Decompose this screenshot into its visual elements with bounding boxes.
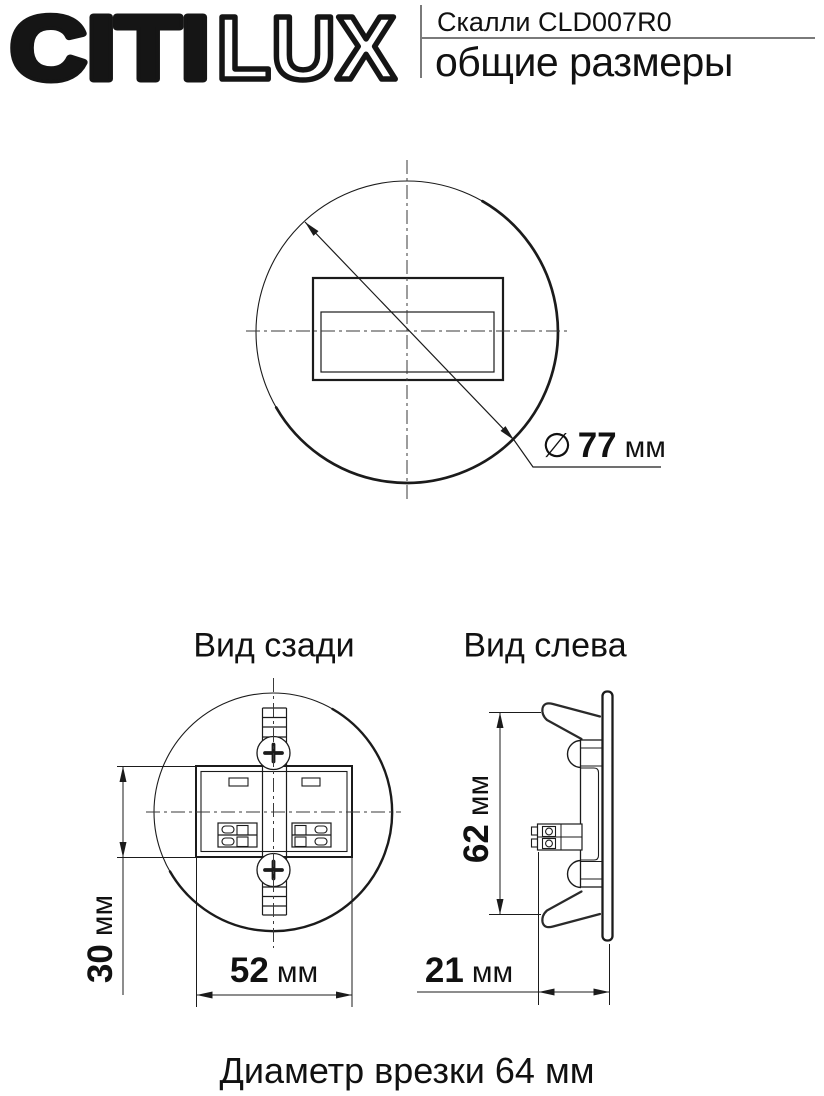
rear-housing-circle-shade	[168, 707, 394, 933]
logo-citi-text: CITI	[10, 0, 210, 99]
left-view-drawing	[417, 690, 614, 1005]
header-horizontal-divider	[420, 37, 815, 39]
cutout-diameter-caption: Диаметр врезки 64 мм	[219, 1050, 595, 1091]
span-62mm-label: 62мм	[457, 774, 496, 864]
diameter-leader-line	[304, 221, 661, 468]
dimension-21mm	[417, 852, 610, 1005]
spring-bulge-top	[566, 739, 582, 769]
diameter-symbol: ∅	[542, 427, 572, 465]
rear-terminal-block-left	[217, 822, 258, 848]
front-housing-circle-shade	[274, 199, 560, 485]
rear-view-drawing	[117, 678, 401, 1007]
rear-terminal-block-right	[291, 822, 332, 848]
housing-inner-frame	[581, 767, 600, 861]
rear-slot-left	[228, 777, 249, 787]
logo-lux-text: LUX	[216, 0, 396, 99]
spring-bulge-bottom	[566, 859, 582, 889]
left-view-title: Вид слева	[463, 626, 627, 665]
housing-body-side	[579, 739, 604, 888]
dimension-30mm	[117, 766, 196, 995]
diameter-arrow-upper	[305, 222, 319, 236]
citilux-logo: CITI LUX	[7, 0, 399, 103]
bezel-plate	[601, 690, 614, 942]
side-terminal-block	[530, 823, 583, 851]
dimension-62mm	[489, 712, 541, 915]
rear-view-title: Вид сзади	[193, 626, 355, 665]
header-vertical-divider	[420, 5, 422, 78]
front-window-outer	[311, 276, 505, 382]
spring-clip-bottom	[541, 890, 602, 929]
product-name: Скалли CLD007R0	[437, 7, 672, 37]
sheet-subtitle: общие размеры	[435, 39, 733, 85]
diameter-arrow-lower	[500, 426, 514, 440]
spring-clip-top	[541, 702, 602, 741]
front-view-drawing	[246, 160, 661, 503]
rear-slot-right	[301, 777, 321, 787]
dimension-52mm	[196, 858, 353, 1007]
height-30mm-label: 30мм	[81, 894, 120, 984]
